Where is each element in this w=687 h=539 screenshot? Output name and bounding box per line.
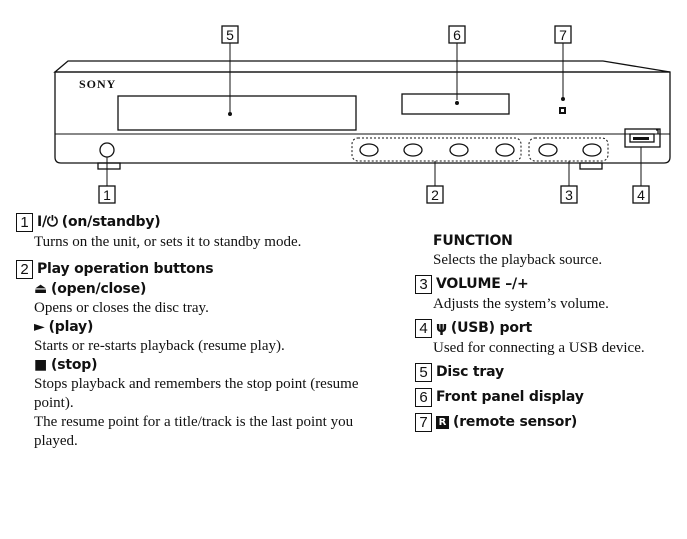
stop-desc: Stops playback and remembers the stop po… [34, 376, 359, 411]
item-3: 3 VOLUME –/+ Adjusts the system’s volume… [415, 275, 685, 314]
open-close-button[interactable] [403, 143, 423, 157]
callout-4: 4 [632, 147, 650, 204]
item-number: 7 [415, 413, 432, 432]
callout-5: 5 [221, 25, 239, 113]
open-close-desc: Opens or closes the disc tray. [34, 300, 209, 316]
stop-button[interactable] [495, 143, 515, 157]
front-panel-diagram: 5 6 7 SONY [53, 25, 671, 204]
svg-text:3: 3 [565, 187, 573, 203]
play-operation-buttons [351, 137, 522, 162]
item-title: VOLUME –/+ [436, 276, 529, 292]
right-column: FUNCTION Selects the playback source. 3 … [415, 232, 685, 433]
function-heading: FUNCTION [433, 233, 513, 249]
left-column: 1 I/⏻ (on/standby) Turns on the unit, or… [16, 213, 371, 451]
disc-tray [117, 95, 357, 131]
front-panel-display [401, 93, 510, 115]
item-4: 4 ψ (USB) port Used for connecting a USB… [415, 319, 685, 358]
usb-icon: ψ [436, 320, 447, 336]
item-number: 1 [16, 213, 33, 232]
item-title: Front panel display [436, 389, 584, 405]
svg-text:2: 2 [431, 187, 439, 203]
item-title: Play operation buttons [37, 261, 214, 277]
item-number: 3 [415, 275, 432, 294]
device-body [53, 60, 671, 170]
volume-up-button[interactable] [582, 143, 602, 157]
callout-3: 3 [560, 161, 578, 204]
remote-sensor-icon: R [436, 416, 449, 429]
item-desc: Used for connecting a USB device. [433, 340, 645, 356]
volume-buttons [528, 137, 609, 162]
svg-text:5: 5 [226, 27, 234, 43]
callout-7: 7 [554, 25, 572, 98]
play-icon: ► [34, 319, 45, 335]
right-foot [579, 162, 603, 170]
item-7: 7 R (remote sensor) [415, 413, 685, 432]
play-button[interactable] [449, 143, 469, 157]
item-title: Disc tray [436, 364, 504, 380]
item-title: (on/standby) [61, 214, 161, 230]
eject-icon: ⏏ [34, 281, 48, 297]
item-number: 4 [415, 319, 432, 338]
function-desc: Selects the playback source. [433, 252, 603, 268]
item-5: 5 Disc tray [415, 363, 685, 382]
item-1: 1 I/⏻ (on/standby) Turns on the unit, or… [16, 213, 371, 252]
open-close-heading: ⏏(open/close) [34, 281, 147, 297]
item-title: (USB) port [450, 320, 532, 336]
function-button[interactable] [359, 143, 379, 157]
play-heading: ►(play) [34, 319, 94, 335]
svg-text:7: 7 [559, 27, 567, 43]
svg-text:1: 1 [103, 187, 111, 203]
item-2: 2 Play operation buttons ⏏(open/close) O… [16, 260, 371, 451]
power-button[interactable] [99, 142, 115, 158]
usb-port[interactable] [624, 128, 661, 148]
item-number: 2 [16, 260, 33, 279]
callout-1: 1 [98, 157, 116, 204]
item-number: 6 [415, 388, 432, 407]
stop-desc-2: The resume point for a title/track is th… [34, 414, 354, 449]
callout-2: 2 [426, 161, 444, 204]
svg-text:4: 4 [637, 187, 645, 203]
item-6: 6 Front panel display [415, 388, 685, 407]
callout-6: 6 [448, 25, 466, 100]
function-entry: FUNCTION Selects the playback source. [415, 232, 685, 270]
item-number: 5 [415, 363, 432, 382]
volume-down-button[interactable] [538, 143, 558, 157]
item-desc: Adjusts the system’s volume. [433, 296, 609, 312]
item-title: (remote sensor) [453, 414, 578, 430]
stop-heading: ■(stop) [34, 357, 98, 373]
power-icon: I/⏻ [37, 214, 58, 230]
remote-sensor [559, 97, 566, 114]
left-foot [97, 162, 121, 170]
svg-text:6: 6 [453, 27, 461, 43]
play-desc: Starts or re-starts playback (resume pla… [34, 338, 285, 354]
stop-icon: ■ [34, 357, 48, 373]
item-desc: Turns on the unit, or sets it to standby… [34, 234, 302, 250]
brand-logo: SONY [79, 77, 116, 91]
